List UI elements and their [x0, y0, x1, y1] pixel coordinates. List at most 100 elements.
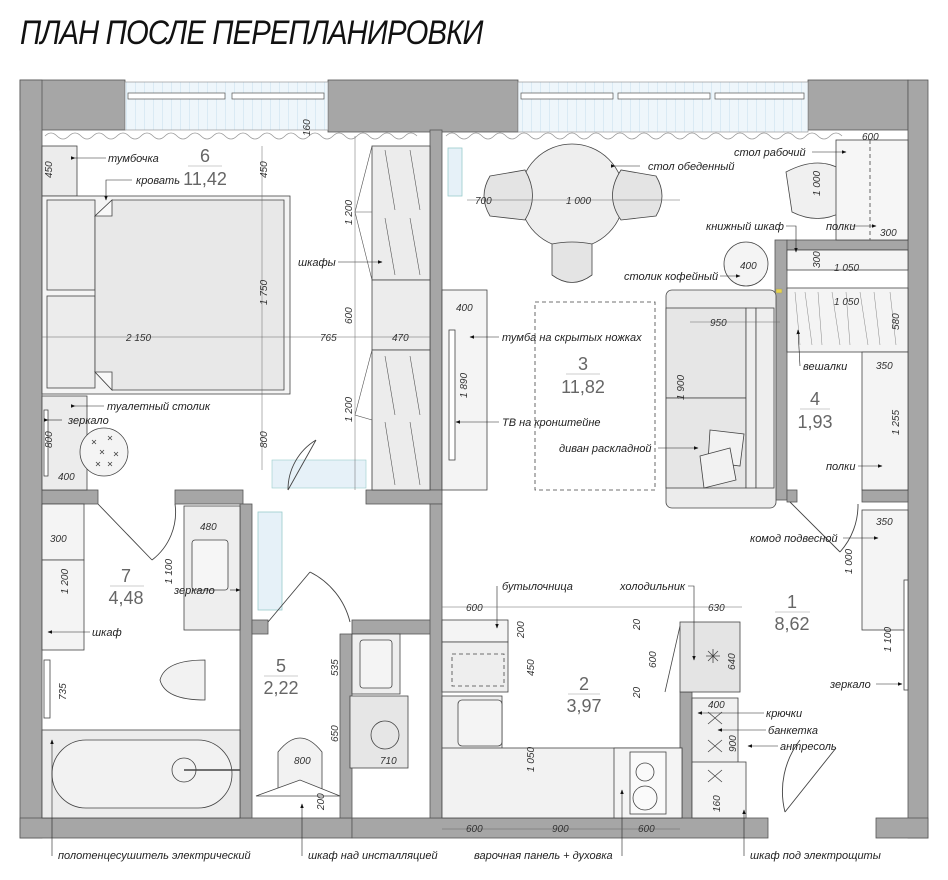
- kitchen-furniture: [441, 619, 683, 819]
- label-coffee-table: столик кофейный: [624, 271, 718, 283]
- hall-furniture: [679, 509, 909, 819]
- svg-text:1 750: 1 750: [259, 280, 270, 305]
- svg-text:900: 900: [728, 735, 739, 752]
- upper-cabinet: [441, 641, 509, 693]
- living-furniture: [441, 139, 909, 509]
- hooks-stars: [707, 711, 723, 783]
- wc-door[interactable]: [267, 571, 351, 623]
- wc-furniture: [255, 511, 409, 797]
- svg-text:2 150: 2 150: [125, 333, 151, 344]
- chair-right: [612, 169, 663, 221]
- room-1-area: 8,62: [774, 614, 809, 634]
- svg-text:1 200: 1 200: [344, 200, 355, 225]
- wardrobe-mid: [371, 279, 431, 351]
- label-mirror-bedroom: зеркало: [67, 415, 109, 427]
- fridge-door-swing: [664, 625, 681, 693]
- svg-text:450: 450: [44, 161, 55, 178]
- room-2-area: 3,97: [566, 696, 601, 716]
- room-1-number: 1: [787, 592, 797, 612]
- radiator-living: [447, 147, 463, 197]
- label-tv-stand: тумба на скрытых ножках: [502, 332, 642, 344]
- label-hooks: крючки: [766, 708, 802, 720]
- label-mirror-hall: зеркало: [829, 679, 871, 691]
- label-sofa-bed: диван раскладной: [559, 443, 652, 455]
- svg-text:1 050: 1 050: [834, 297, 859, 308]
- label-dressing-table: туалетный столик: [107, 401, 211, 413]
- svg-text:1 890: 1 890: [459, 373, 470, 398]
- chair-bottom: [551, 241, 593, 283]
- svg-text:470: 470: [392, 333, 409, 344]
- wardrobe-lower: [371, 349, 431, 491]
- closet-door[interactable]: [789, 501, 859, 553]
- svg-text:710: 710: [380, 756, 397, 767]
- entrance-door[interactable]: [782, 739, 837, 813]
- svg-text:800: 800: [44, 431, 55, 448]
- bedroom-door[interactable]: [287, 439, 317, 491]
- walls: [19, 79, 929, 839]
- svg-text:1 000: 1 000: [812, 171, 823, 196]
- room-labels: 6 11,42 3 11,82 4 1,93 7 4,48 5 2,22 2 3…: [108, 146, 832, 716]
- bath-toilet: [159, 659, 206, 701]
- svg-text:1 050: 1 050: [834, 263, 859, 274]
- radiator-bedroom: [271, 459, 367, 489]
- svg-text:160: 160: [302, 119, 313, 136]
- room-7-number: 7: [121, 566, 131, 586]
- svg-text:400: 400: [456, 303, 473, 314]
- label-tv-bracket: ТВ на кронштейне: [502, 417, 601, 429]
- svg-text:300: 300: [812, 251, 823, 268]
- hob-burner-2: [632, 785, 658, 811]
- svg-text:1 200: 1 200: [344, 397, 355, 422]
- label-wardrobes: шкафы: [298, 257, 336, 269]
- svg-text:630: 630: [708, 603, 725, 614]
- outlet: [775, 288, 783, 294]
- svg-text:400: 400: [58, 472, 75, 483]
- bathroom-door[interactable]: [97, 503, 176, 561]
- bedroom-furniture: [41, 145, 431, 491]
- svg-text:350: 350: [876, 361, 893, 372]
- svg-text:600: 600: [466, 603, 483, 614]
- svg-text:735: 735: [58, 683, 69, 700]
- label-dining-table: стол обеденный: [648, 161, 735, 173]
- svg-text:300: 300: [50, 534, 67, 545]
- svg-text:800: 800: [294, 756, 311, 767]
- svg-text:200: 200: [316, 793, 327, 811]
- room-6-number: 6: [200, 146, 210, 166]
- room-6-area: 11,42: [183, 169, 227, 189]
- washing-machine: [349, 695, 409, 769]
- room-5-number: 5: [276, 656, 286, 676]
- fridge: [679, 621, 741, 693]
- svg-text:450: 450: [526, 659, 537, 676]
- curtain-right: [445, 132, 843, 140]
- svg-text:20: 20: [632, 686, 643, 699]
- plan-title: ПЛАН ПОСЛЕ ПЕРЕПЛАНИРОВКИ: [20, 14, 483, 52]
- svg-text:350: 350: [876, 517, 893, 528]
- svg-text:600: 600: [344, 307, 355, 324]
- room-4-number: 4: [810, 389, 820, 409]
- hob-burner-1: [635, 762, 655, 782]
- label-hangers: вешалки: [803, 361, 847, 373]
- wc-radiator: [257, 511, 283, 611]
- label-hanging-dresser: комод подвесной: [750, 533, 838, 545]
- svg-text:600: 600: [638, 824, 655, 835]
- svg-text:160: 160: [712, 795, 723, 812]
- wardrobe-upper: [371, 145, 431, 281]
- label-bookcase: книжный шкаф: [706, 221, 784, 233]
- svg-text:1 000: 1 000: [844, 549, 855, 574]
- svg-text:300: 300: [880, 228, 897, 239]
- svg-text:1 255: 1 255: [891, 410, 902, 435]
- window-left: [124, 81, 329, 131]
- svg-text:400: 400: [740, 261, 757, 272]
- dimensions: 450 450 160 1 750 1 200 600 2 150 765 47…: [44, 119, 902, 835]
- svg-text:200: 200: [516, 621, 527, 639]
- svg-text:20: 20: [632, 618, 643, 631]
- label-bed: кровать: [136, 175, 180, 187]
- mirror-hall: [903, 579, 909, 691]
- hanging-dresser: [861, 509, 909, 631]
- hanging-rail: [786, 287, 909, 353]
- label-bench: банкетка: [768, 725, 818, 737]
- label-shelves-closet: полки: [826, 461, 855, 473]
- pouf-pattern: [91, 435, 119, 467]
- svg-text:800: 800: [259, 431, 270, 448]
- fridge-star: [706, 649, 720, 663]
- coffee-table: [723, 241, 769, 287]
